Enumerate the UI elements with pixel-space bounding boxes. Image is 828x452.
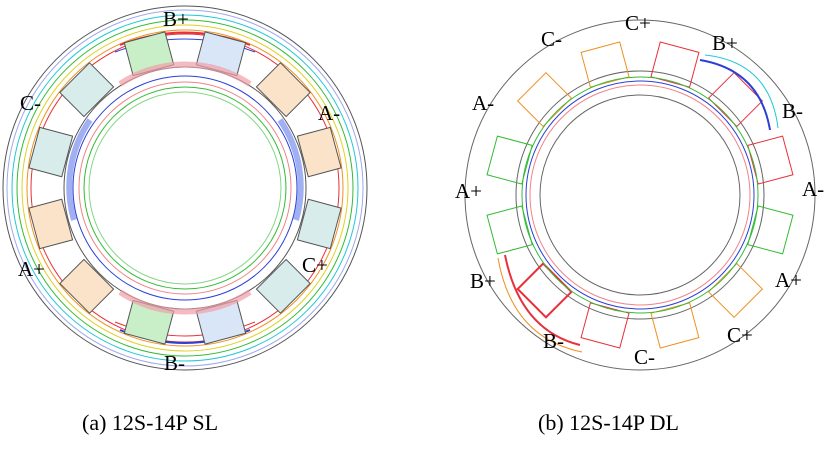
phase-label: C+ [727, 323, 753, 347]
panel-b-phase-labels: C+ B+ B- A- A+ C+ C- B- B+ A+ A- C- [455, 11, 824, 369]
panel-a-caption: (a) 12S-14P SL [82, 410, 218, 435]
panel-a-magnets [66, 61, 304, 315]
slot-coil [516, 262, 573, 319]
slot-coil [296, 126, 342, 178]
slot-coil [650, 302, 700, 349]
phase-label: B+ [470, 269, 496, 293]
phase-label: B- [543, 329, 564, 353]
phase-label: C+ [302, 253, 328, 277]
slot-coil [296, 198, 342, 250]
slot-coil [650, 41, 700, 88]
slot-coil [580, 302, 630, 349]
panel-b-airgap-outline [515, 70, 765, 320]
slot-coil [747, 205, 794, 255]
phase-label: B- [164, 351, 185, 375]
slot-coil [59, 62, 115, 118]
phase-label: C- [541, 27, 562, 51]
phase-label: B- [782, 99, 803, 123]
phase-label: A+ [455, 179, 482, 203]
slot-coil [707, 71, 764, 128]
panel-b-flux-lines [497, 54, 779, 353]
slot-coil [28, 126, 74, 178]
slot-coil [516, 71, 573, 128]
panel-a-stator [2, 5, 368, 371]
phase-label: C+ [625, 11, 651, 35]
phase-label: B+ [712, 31, 738, 55]
phase-label: B+ [163, 7, 189, 31]
slot-coil [255, 258, 311, 314]
phase-label: A+ [775, 268, 802, 292]
phase-label: C- [634, 345, 655, 369]
panel-b-slots [486, 41, 794, 349]
panel-b-stator [464, 19, 816, 371]
slot-coil [707, 262, 764, 319]
slot-coil [747, 135, 794, 185]
phase-label: A- [802, 177, 824, 201]
slot-coil [255, 62, 311, 118]
panel-a-phase-labels: B+ A- C+ B- A+ C- [18, 7, 340, 375]
panel-b-caption: (b) 12S-14P DL [538, 410, 679, 435]
panel-a-airgap-outline [63, 66, 307, 310]
slot-coil [580, 41, 630, 88]
phase-label: A- [318, 101, 340, 125]
slot-coil [486, 205, 533, 255]
panel-a-stator-outline [2, 5, 368, 371]
panel-b-stator-outline [464, 19, 816, 371]
phase-label: A+ [18, 257, 45, 281]
slot-coil [28, 198, 74, 250]
panel-b-rotor-outline [539, 94, 741, 296]
panel-b: C+ B+ B- A- A+ C+ C- B- B+ A+ A- C- (b) … [455, 11, 824, 435]
phase-label: A- [472, 91, 494, 115]
panel-a-stator-slots [28, 31, 342, 345]
slot-coil [59, 258, 115, 314]
panel-a: B+ A- C+ B- A+ C- (a) 12S-14P SL [2, 5, 368, 435]
phase-label: C- [20, 91, 41, 115]
slot-coil [486, 135, 533, 185]
